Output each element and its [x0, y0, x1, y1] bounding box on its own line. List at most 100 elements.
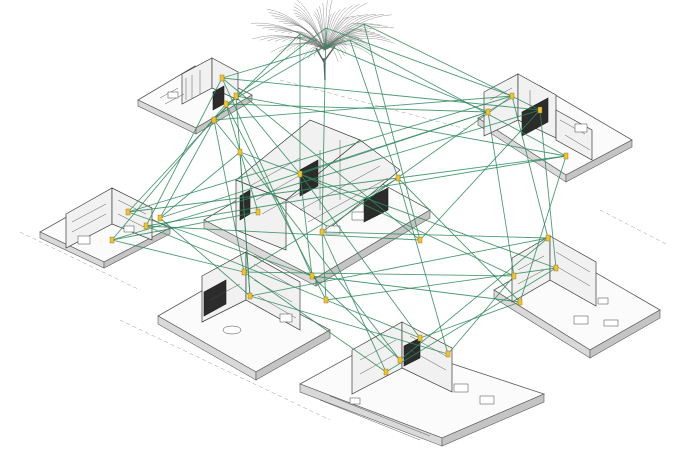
- unit-left: [39, 187, 171, 269]
- node-marker: [125, 208, 131, 216]
- unit-lower-left: [157, 251, 331, 381]
- connection-line: [243, 271, 515, 277]
- connection-line: [213, 95, 513, 121]
- tree-branch: [324, 0, 328, 51]
- connection-line: [397, 177, 521, 303]
- connection-line: [243, 177, 399, 273]
- ground-guides: [19, 79, 669, 421]
- connection-line: [321, 95, 513, 233]
- node-marker: [397, 356, 403, 364]
- node-marker: [319, 228, 325, 236]
- connection-line: [127, 95, 237, 213]
- tree-branch: [324, 23, 374, 51]
- connection-line: [385, 267, 557, 373]
- connection-line: [235, 95, 567, 157]
- connection-line: [225, 23, 365, 105]
- connection-line: [249, 295, 449, 355]
- connection-line: [221, 77, 541, 111]
- node-marker: [297, 170, 303, 178]
- connection-line: [213, 33, 301, 121]
- connection-line: [321, 231, 387, 373]
- node-marker: [517, 298, 523, 306]
- connection-line: [159, 111, 489, 219]
- connection-line: [299, 33, 489, 113]
- connection-line: [225, 103, 259, 213]
- node-markers: [109, 74, 569, 376]
- node-marker: [255, 208, 261, 216]
- tree-branch: [324, 24, 381, 51]
- connection-line: [539, 109, 557, 269]
- connection-line: [299, 173, 421, 339]
- node-marker: [237, 148, 243, 156]
- connection-line: [299, 173, 313, 277]
- node-marker: [211, 116, 217, 124]
- node-marker: [509, 92, 515, 100]
- tree-branch: [324, 9, 341, 51]
- connection-line: [397, 177, 449, 355]
- connection-line: [311, 275, 401, 361]
- connection-line: [145, 225, 327, 301]
- node-marker: [247, 292, 253, 300]
- tree-branch: [324, 41, 371, 51]
- connection-line: [447, 275, 515, 355]
- connection-line: [311, 275, 521, 303]
- connection-line: [221, 77, 421, 241]
- connection-line: [325, 267, 557, 301]
- tree-branch: [270, 43, 326, 53]
- node-marker: [485, 108, 491, 116]
- connection-line: [111, 239, 245, 273]
- node-marker: [511, 272, 517, 280]
- connection-line: [145, 225, 421, 241]
- connection-line: [325, 27, 513, 97]
- connection-line: [221, 39, 351, 79]
- tree-branch: [324, 25, 388, 51]
- connection-line: [321, 231, 549, 239]
- node-marker: [109, 236, 115, 244]
- connection-line: [239, 151, 557, 269]
- node-marker: [233, 92, 239, 100]
- tree-branch: [252, 35, 326, 51]
- node-marker: [323, 296, 329, 304]
- tree-branch: [322, 2, 326, 51]
- tree-branch: [324, 7, 347, 51]
- connection-line: [397, 155, 567, 179]
- node-marker: [157, 214, 163, 222]
- connection-line: [127, 177, 399, 213]
- connection-line: [325, 299, 421, 339]
- node-marker: [223, 100, 229, 108]
- connection-line: [127, 95, 513, 213]
- connection-line: [349, 39, 399, 179]
- connection-line: [243, 271, 387, 373]
- connection-line: [159, 151, 241, 219]
- node-marker: [143, 222, 149, 230]
- connection-line: [487, 111, 515, 277]
- node-marker: [395, 174, 401, 182]
- tree-branch: [251, 22, 326, 51]
- connection-line: [511, 95, 549, 239]
- connection-line: [111, 109, 541, 241]
- node-marker: [545, 234, 551, 242]
- connection-line: [299, 173, 515, 277]
- connection-line: [419, 301, 521, 339]
- unit-right: [493, 235, 661, 359]
- node-marker: [241, 268, 247, 276]
- connection-line: [249, 237, 549, 297]
- node-marker: [219, 74, 225, 82]
- tree-branch: [293, 6, 326, 51]
- node-marker: [383, 368, 389, 376]
- connection-line: [159, 119, 215, 219]
- tree-branch: [281, 30, 326, 51]
- node-marker: [417, 236, 423, 244]
- connection-line: [145, 155, 567, 227]
- connection-line: [111, 211, 259, 241]
- connection-line: [321, 27, 327, 233]
- tree-branch: [324, 44, 372, 56]
- connection-line: [419, 109, 541, 241]
- connection-line: [225, 103, 489, 113]
- connection-line: [235, 95, 301, 175]
- node-marker: [445, 350, 451, 358]
- connection-line: [127, 211, 313, 277]
- connection-line: [239, 151, 401, 361]
